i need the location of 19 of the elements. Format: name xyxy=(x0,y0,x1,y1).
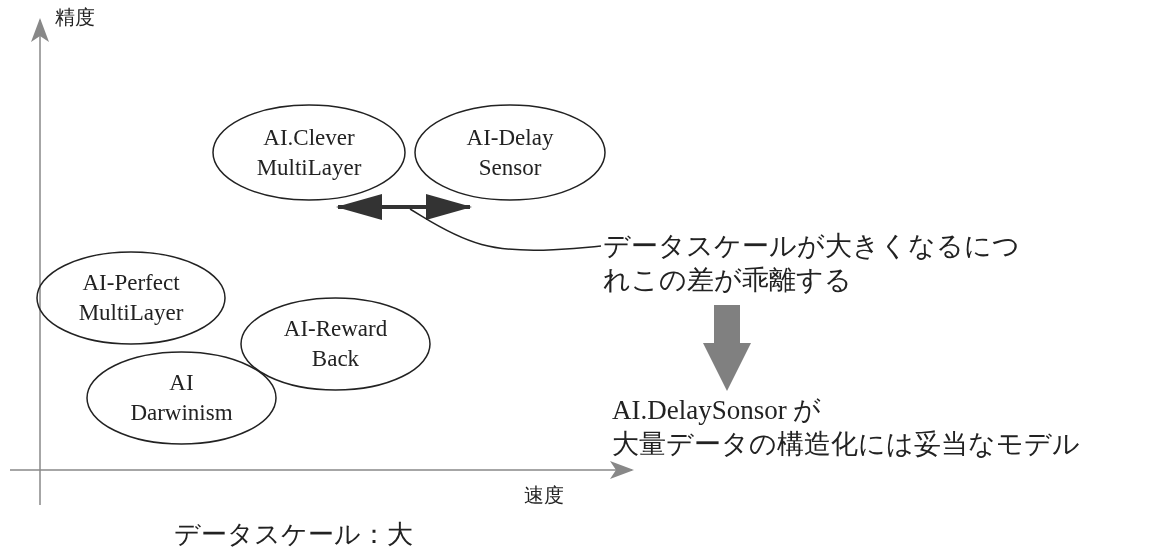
block-arrow xyxy=(703,305,751,391)
oval-node xyxy=(86,351,277,445)
node-label: AI.Clever MultiLayer xyxy=(255,123,363,182)
leader-line xyxy=(409,208,602,252)
note-text: 大量データの構造化には妥当なモデル xyxy=(612,428,1081,461)
node-label: AI Darwinism xyxy=(129,369,234,427)
node-label: AI-Perfect MultiLayer xyxy=(77,269,185,327)
oval-node xyxy=(36,251,226,345)
axis-label: 速度 xyxy=(524,483,564,508)
oval-node xyxy=(240,297,431,391)
axis-label: 精度 xyxy=(55,5,95,30)
caption-text: データスケール：大 xyxy=(174,519,413,551)
node-label: AI-Reward Back xyxy=(282,315,389,373)
arrow xyxy=(336,194,472,220)
note-text: データスケールが大きくなるにつれこの差が乖離する xyxy=(603,230,1021,297)
oval-node xyxy=(414,104,606,201)
note-text: AI.DelaySonsor が xyxy=(612,394,823,427)
node-label: AI-Delay Sensor xyxy=(465,123,555,182)
oval-node xyxy=(212,104,406,201)
